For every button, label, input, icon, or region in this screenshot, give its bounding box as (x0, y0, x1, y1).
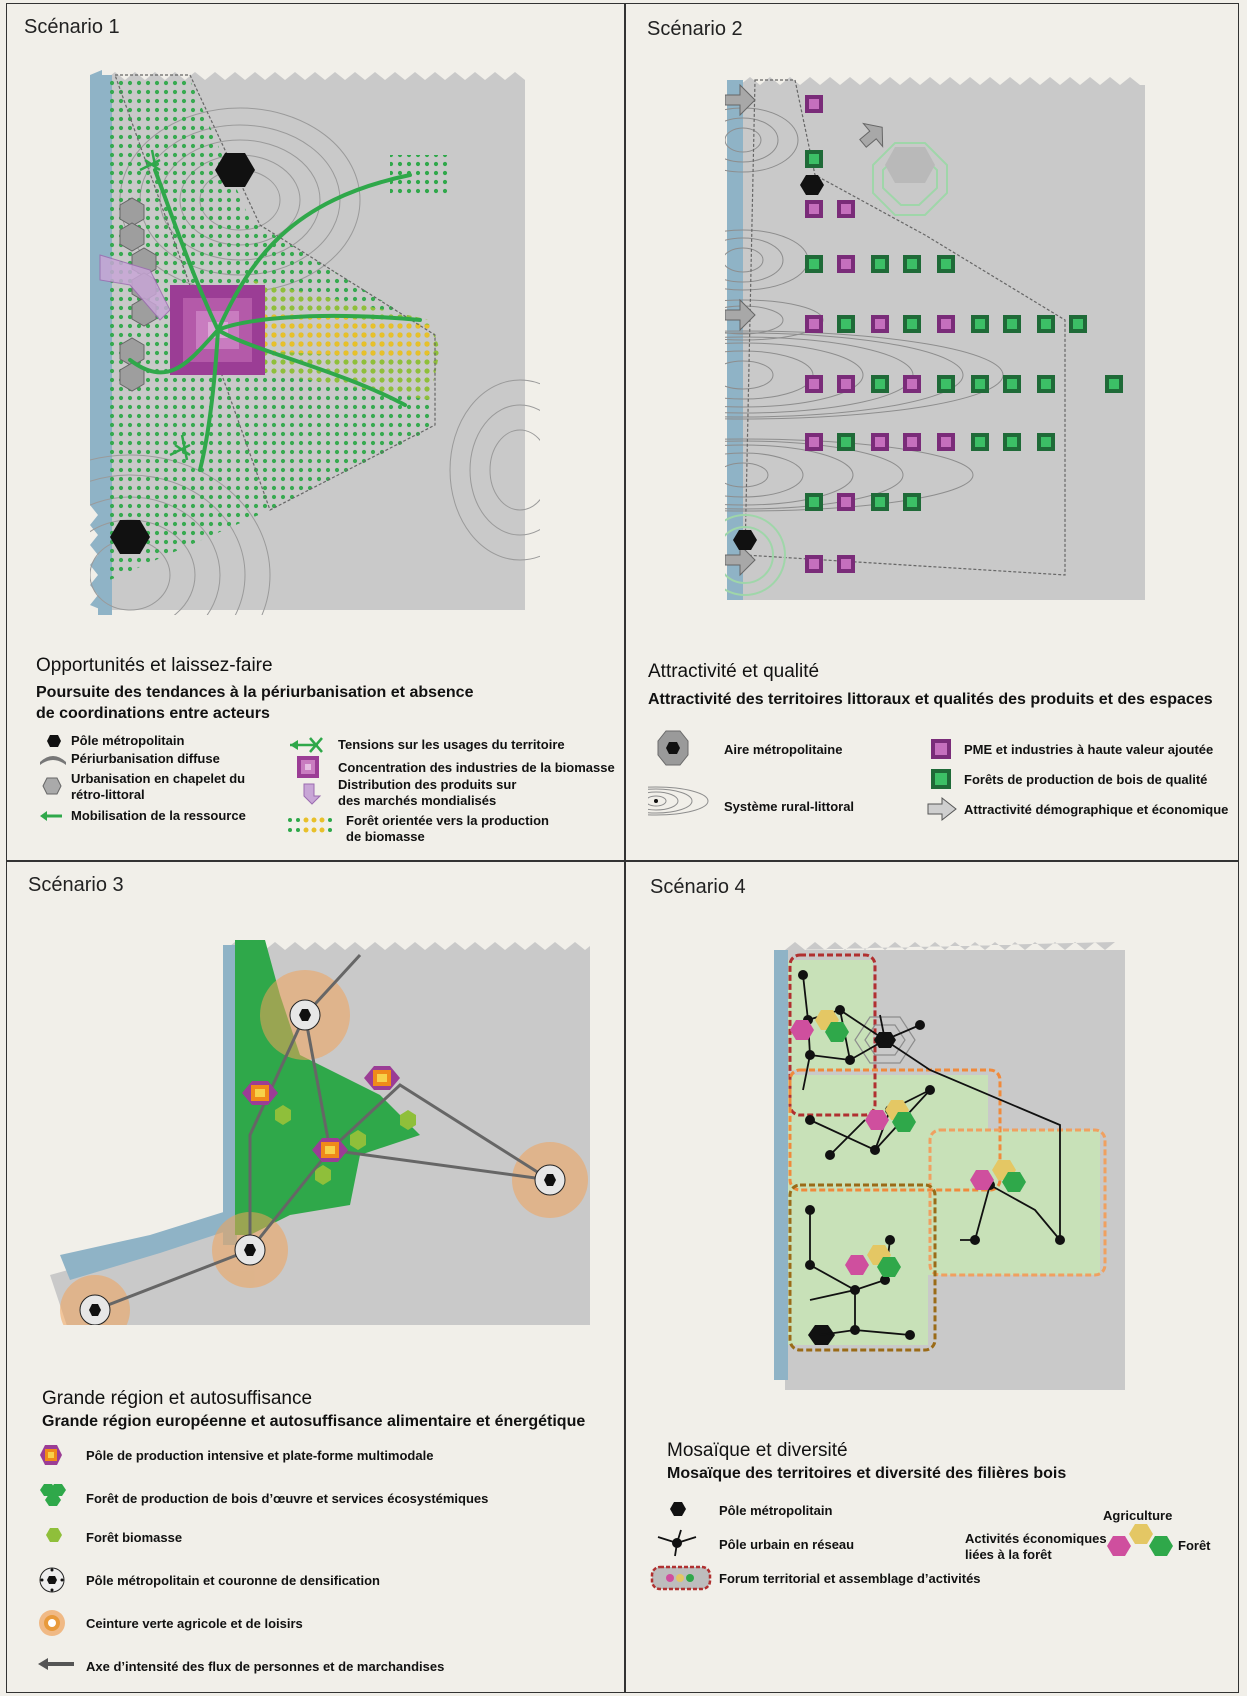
scenario-4-title: Mosaïque et diversité (667, 1440, 848, 1461)
scenario-1-label: Scénario 1 (24, 16, 120, 38)
pole-metro-north (800, 175, 824, 195)
scenario-4-label: Scénario 4 (650, 876, 746, 898)
scenario-2-subtitle: Attractivité des territoires littoraux e… (648, 691, 1213, 708)
foret-biomasse-icon (46, 1528, 62, 1542)
pme-icon (931, 739, 951, 759)
scenario-1-title: Opportunités et laissez-faire (36, 655, 273, 676)
panel-divider-vertical (624, 3, 626, 1693)
periurb-icon (40, 756, 66, 765)
legend-systeme: Système rural-littoral (724, 799, 855, 814)
axe-flux-arrow-icon (38, 1658, 74, 1670)
legend-pole-prod: Pôle de production intensive et plate-fo… (86, 1448, 434, 1463)
distribution-arrow-icon (303, 783, 322, 805)
territory-base (740, 85, 1145, 600)
legend-pole-urbain: Pôle urbain en réseau (719, 1537, 855, 1552)
arrow-green-icon (40, 811, 62, 821)
systeme-rural-icon (648, 786, 709, 816)
scenario-1-subtitle-line1: Poursuite des tendances à la périurbanis… (36, 684, 474, 701)
legend-distrib-line2: des marchés mondialisés (338, 793, 497, 808)
legend-activites-line2: liées à la forêt (965, 1547, 1052, 1562)
coast (223, 945, 237, 1245)
pole-metro-couronne-icon (39, 1567, 65, 1593)
scenario-3-label: Scénario 3 (28, 874, 124, 896)
legend-activites-line1: Activités économiques (965, 1531, 1107, 1546)
legend-forets: Forêts de production de bois de qualité (964, 772, 1208, 787)
pole-metropolitain-north (215, 153, 255, 187)
legend-foret-oeuvre: Forêt de production de bois d’œuvre et s… (86, 1491, 489, 1506)
tensions-icon (290, 737, 323, 753)
legend-pme: PME et industries à haute valeur ajoutée (964, 742, 1214, 757)
legend-foret-s4: Forêt (1178, 1538, 1211, 1553)
concentration-icon (297, 756, 319, 778)
legend-concentration: Concentration des industries de la bioma… (338, 760, 615, 775)
scenario-3-subtitle: Grande région européenne et autosuffisan… (42, 1413, 586, 1430)
legend-aire: Aire métropolitaine (724, 742, 843, 757)
pole-urbain-reseau-icon (657, 1529, 697, 1557)
legend-agriculture: Agriculture (1103, 1508, 1173, 1523)
legend-periurb: Périurbanisation diffuse (71, 751, 220, 766)
figure-frame (6, 3, 1239, 1693)
pole-production-icon (40, 1445, 62, 1465)
legend-attract: Attractivité démographique et économique (964, 802, 1229, 817)
aire-metro-icon (657, 730, 689, 766)
scenario-1-subtitle-line2: de coordinations entre acteurs (36, 705, 270, 722)
pole-metro-south (733, 530, 757, 550)
chapelet-icon (42, 777, 62, 795)
panel-divider-horizontal (6, 860, 1239, 862)
coast (774, 950, 788, 1380)
foret-biomasse-dots-icon (288, 817, 332, 833)
legend-pole-s4: Pôle métropolitain (719, 1503, 833, 1518)
legend-distrib-line1: Distribution des produits sur (338, 777, 517, 792)
legend-ceinture: Ceinture verte agricole et de loisirs (86, 1616, 303, 1631)
scenario-4-map (774, 942, 1125, 1390)
scenario-4-subtitle: Mosaïque des territoires et diversité de… (667, 1465, 1067, 1482)
legend-mobilisation: Mobilisation de la ressource (71, 808, 246, 823)
scenario-3-map (50, 940, 590, 1325)
forum-territorial-icon (650, 1565, 712, 1591)
scenario-3-title: Grande région et autosuffisance (42, 1388, 313, 1409)
pole-metro-icon (670, 1502, 686, 1516)
ceinture-verte-icon (39, 1610, 65, 1636)
legend-tensions: Tensions sur les usages du territoire (338, 737, 565, 752)
activites-hex-cluster-icon (1107, 1524, 1173, 1556)
pole-icon (47, 735, 61, 747)
legend-foret-line1: Forêt orientée vers la production (346, 813, 549, 828)
legend-pole: Pôle métropolitain (71, 733, 185, 748)
legend-forum: Forum territorial et assemblage d’activi… (719, 1571, 981, 1586)
scenario-2-label: Scénario 2 (647, 18, 743, 40)
legend-pole-metro: Pôle métropolitain et couronne de densif… (86, 1573, 380, 1588)
pole-metropolitain-south (110, 520, 150, 554)
legend-chapelet-line1: Urbanisation en chapelet du (71, 771, 246, 786)
legend-chapelet-line2: rétro-littoral (71, 787, 145, 802)
scenario-1-map (90, 70, 540, 615)
legend-axe: Axe d’intensité des flux de personnes et… (86, 1659, 445, 1674)
foret-oeuvre-icon (40, 1484, 66, 1506)
scenario-2-title: Attractivité et qualité (648, 661, 820, 682)
legend-foret-bio: Forêt biomasse (86, 1530, 183, 1545)
legend-foret-line2: de biomasse (346, 829, 425, 844)
attractivite-arrow-icon (927, 796, 957, 822)
pme-squares (805, 95, 1123, 573)
foret-qualite-icon (931, 769, 951, 789)
scenario-2-map (725, 77, 1145, 600)
